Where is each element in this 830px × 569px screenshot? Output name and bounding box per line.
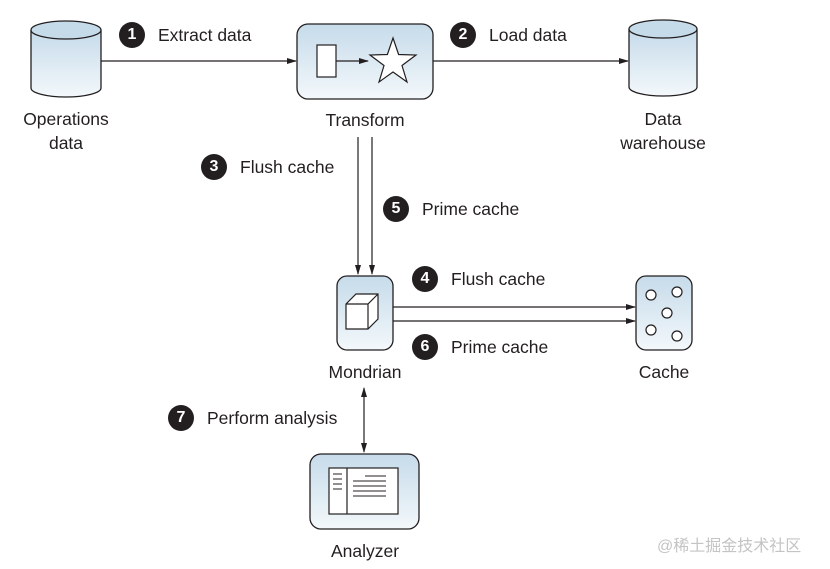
step-label: Prime cache (422, 198, 520, 219)
step-number-badge: 7 (168, 405, 194, 431)
mondrian-label: Mondrian (328, 362, 402, 382)
transform-label: Transform (325, 110, 405, 130)
step-5: 5 Prime cache (383, 196, 519, 222)
operations-data-cylinder-icon (30, 20, 102, 98)
step-label: Extract data (158, 24, 252, 45)
step-label: Flush cache (451, 268, 546, 289)
step-2: 2 Load data (450, 22, 567, 48)
step-number-badge: 5 (383, 196, 409, 222)
step-number-badge: 3 (201, 154, 227, 180)
step-label: Prime cache (451, 336, 549, 357)
step-1: 1 Extract data (119, 22, 251, 48)
step-3: 3 Flush cache (201, 154, 334, 180)
transform-box-icon (296, 23, 434, 100)
data-warehouse-cylinder-icon (628, 19, 698, 97)
step-6: 6 Prime cache (412, 334, 548, 360)
analyzer-box-icon (309, 453, 420, 530)
mondrian-box-icon (336, 275, 394, 351)
data-warehouse-label: Data warehouse (620, 109, 706, 153)
step-number-badge: 4 (412, 266, 438, 292)
step-label: Perform analysis (207, 407, 338, 428)
watermark: @稀土掘金技术社区 (657, 538, 802, 555)
step-4: 4 Flush cache (412, 266, 545, 292)
operations-data-label: Operations data (23, 109, 109, 153)
step-label: Load data (489, 24, 567, 45)
step-label: Flush cache (240, 156, 335, 177)
step-number-badge: 1 (119, 22, 145, 48)
step-number-badge: 6 (412, 334, 438, 360)
analyzer-label: Analyzer (330, 541, 400, 561)
cache-box-icon (635, 275, 693, 351)
step-number-badge: 2 (450, 22, 476, 48)
cache-label: Cache (638, 362, 690, 382)
step-7: 7 Perform analysis (168, 405, 337, 431)
